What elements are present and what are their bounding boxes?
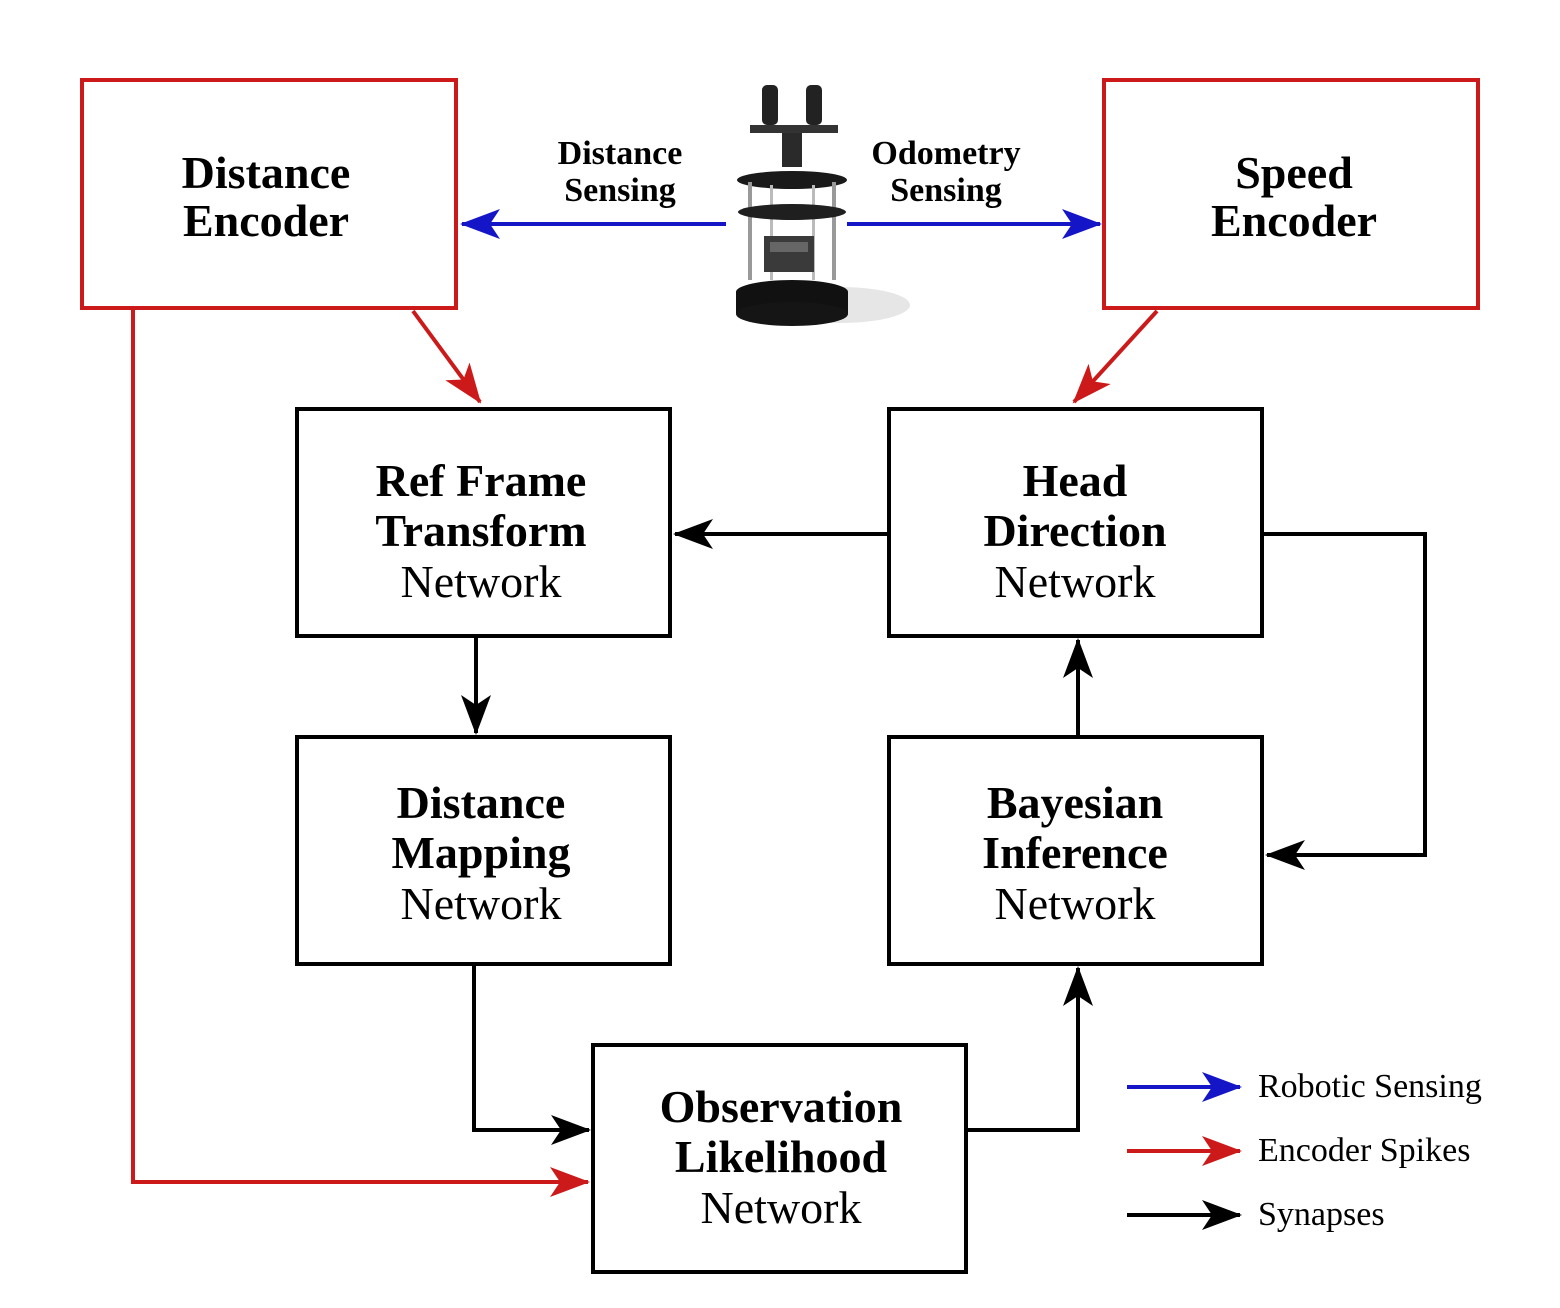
bayesian-inference-line3: Network	[995, 878, 1156, 929]
legend: Robotic Sensing Encoder Spikes Synapses	[1127, 1068, 1482, 1233]
bayesian-inference-box: Bayesian Inference Network	[887, 735, 1264, 966]
ref-frame-line3: Network	[401, 556, 562, 607]
legend-item-synapses: Synapses	[1127, 1196, 1385, 1233]
speed-encoder-line1: Speed	[1235, 147, 1353, 198]
legend-item-robotic-sensing: Robotic Sensing	[1127, 1068, 1482, 1105]
head-direction-box: Head Direction Network	[887, 407, 1264, 638]
head-direction-to-bayesian-arrow	[1262, 532, 1427, 870]
ref-frame-line1: Ref Frame	[376, 455, 587, 506]
observation-likelihood-box: Observation Likelihood Network	[591, 1043, 968, 1274]
ref-frame-line2: Transform	[375, 505, 586, 556]
distance-sensing-label-line1: Distance	[558, 135, 683, 172]
legend-label-synapses: Synapses	[1258, 1196, 1385, 1233]
speed-encoder-box: Speed Encoder	[1102, 78, 1480, 310]
odometry-sensing-label-line1: Odometry	[871, 135, 1020, 172]
legend-label-encoder-spikes: Encoder Spikes	[1258, 1132, 1470, 1169]
legend-label-robotic-sensing: Robotic Sensing	[1258, 1068, 1482, 1105]
distance-mapping-box: Distance Mapping Network	[295, 735, 672, 966]
distance-encoder-to-ref-frame-arrow	[411, 309, 482, 404]
bayesian-inference-line2: Inference	[982, 827, 1168, 878]
observation-likelihood-line2: Likelihood	[675, 1131, 888, 1182]
distance-encoder-line1: Distance	[182, 147, 351, 198]
speed-encoder-to-head-direction-arrow	[1072, 309, 1159, 404]
distance-mapping-line2: Mapping	[392, 827, 571, 878]
observation-likelihood-line1: Observation	[660, 1081, 903, 1132]
distance-encoder-box: Distance Encoder	[80, 78, 458, 310]
distance-mapping-line3: Network	[401, 878, 562, 929]
robot-icon	[736, 85, 910, 326]
distance-encoder-line2: Encoder	[183, 195, 349, 246]
ref-frame-transform-box: Ref Frame Transform Network	[295, 407, 672, 638]
observation-likelihood-line3: Network	[701, 1182, 862, 1233]
observation-to-bayesian-arrow	[966, 966, 1093, 1132]
odometry-sensing-label-line2: Sensing	[890, 172, 1002, 209]
legend-item-encoder-spikes: Encoder Spikes	[1127, 1132, 1470, 1169]
distance-sensing-label-line2: Sensing	[564, 172, 676, 209]
distance-mapping-to-observation-arrow	[472, 964, 591, 1145]
speed-encoder-line2: Encoder	[1211, 195, 1377, 246]
head-direction-line3: Network	[995, 556, 1156, 607]
head-direction-line1: Head	[1023, 455, 1128, 506]
distance-encoder-to-observation-arrow	[131, 308, 590, 1197]
bayesian-inference-line1: Bayesian	[987, 777, 1163, 828]
head-direction-line2: Direction	[983, 505, 1166, 556]
distance-mapping-line1: Distance	[397, 777, 566, 828]
